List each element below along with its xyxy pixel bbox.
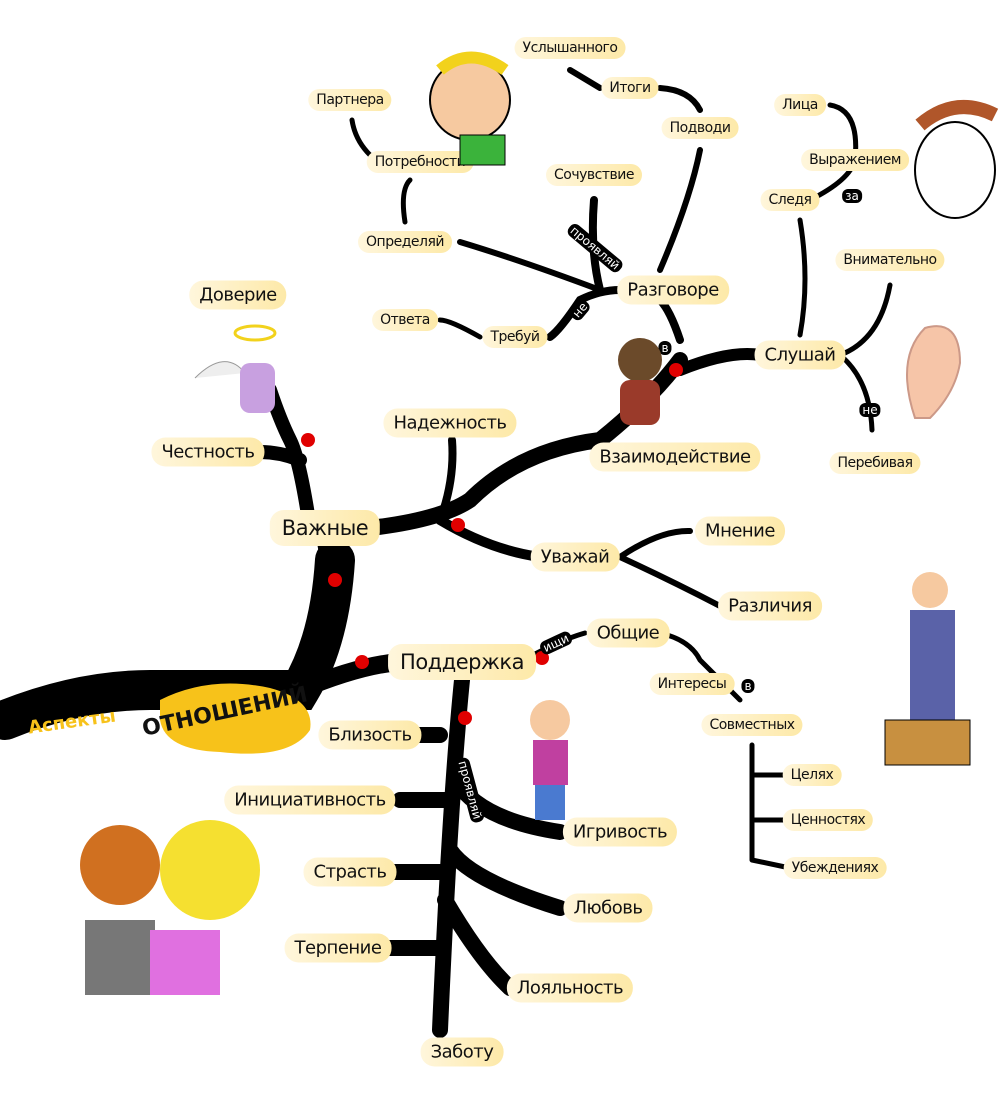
node-otveta[interactable]: Ответа [372,309,438,331]
branch [674,348,766,376]
node-chestnost[interactable]: Честность [151,437,265,467]
node-interesy[interactable]: Интересы [649,673,735,695]
red-dot [301,433,315,447]
red-dot [669,363,683,377]
kissing-couple-illustration [80,820,260,995]
speaker-on-soapbox-illustration [884,572,971,766]
node-opredelyay[interactable]: Определяй [358,231,452,253]
red-dots [301,363,683,725]
node-sovmestnykh[interactable]: Совместных [701,714,803,736]
node-perebivaya[interactable]: Перебивая [829,452,921,474]
node-vzaimodeystvie[interactable]: Взаимодействие [589,442,761,472]
node-vyrazheniem[interactable]: Выражением [801,149,909,171]
node-igrivost[interactable]: Игривость [562,817,678,847]
node-tselyakh[interactable]: Целях [782,764,842,786]
node-ubezhdeniyakh[interactable]: Убеждениях [783,857,887,879]
face-illustration [914,100,999,219]
node-zabotu[interactable]: Заботу [420,1037,504,1067]
node-podvodi[interactable]: Подводи [661,117,739,139]
node-tsennostyakh[interactable]: Ценностях [782,809,874,831]
branch [617,527,723,609]
branch [797,102,859,338]
edge-label: в [741,679,755,693]
node-lyubov[interactable]: Любовь [563,893,653,923]
edge-label: за [842,189,862,203]
red-dot [328,573,342,587]
node-litsa[interactable]: Лица [774,94,826,116]
node-uslyshannogo[interactable]: Услышанного [514,37,626,59]
playful-girl-illustration [530,700,570,820]
red-dot [458,711,472,725]
angel-illustration [194,324,277,413]
node-blizost[interactable]: Близость [318,720,422,750]
ear-illustration [906,325,962,419]
node-partnera[interactable]: Партнера [308,89,392,111]
branch [0,540,355,740]
branch [435,515,545,562]
node-obshchie[interactable]: Общие [586,618,670,648]
node-strast[interactable]: Страсть [303,857,397,887]
node-razlichiya[interactable]: Различия [718,591,822,621]
node-slushay[interactable]: Слушай [754,340,846,370]
node-vnimatelno[interactable]: Внимательно [835,249,945,271]
node-initsiativnost[interactable]: Инициативность [224,785,396,815]
center-blob [160,683,311,754]
node-doverie[interactable]: Доверие [189,280,287,310]
branch [837,282,893,433]
edge-label: в [658,341,672,355]
node-uvazhay[interactable]: Уважай [530,542,620,572]
node-nadezhnost[interactable]: Надежность [383,408,517,438]
node-razgovore[interactable]: Разговоре [617,275,729,305]
node-vazhnye[interactable]: Важные [269,510,381,546]
branch [457,67,703,293]
node-sochuvstvie[interactable]: Сочувствие [546,164,642,186]
branch [436,436,457,524]
node-terpenie[interactable]: Терпение [284,933,392,963]
node-podderzhka[interactable]: Поддержка [388,644,536,680]
red-dot [451,518,465,532]
red-dot [355,655,369,669]
node-loyalnost[interactable]: Лояльность [506,973,634,1003]
monkey-illustration [618,338,662,425]
node-trebuy[interactable]: Требуй [482,326,548,348]
branch [349,117,483,340]
node-itogi[interactable]: Итоги [601,77,659,99]
listening-boy-illustration [429,51,511,166]
branch [382,672,568,1038]
node-mnenie[interactable]: Мнение [695,516,785,546]
edge-label: не [859,403,881,417]
node-potrebnosti[interactable]: Потребности [366,151,474,173]
node-sledya[interactable]: Следя [760,189,820,211]
